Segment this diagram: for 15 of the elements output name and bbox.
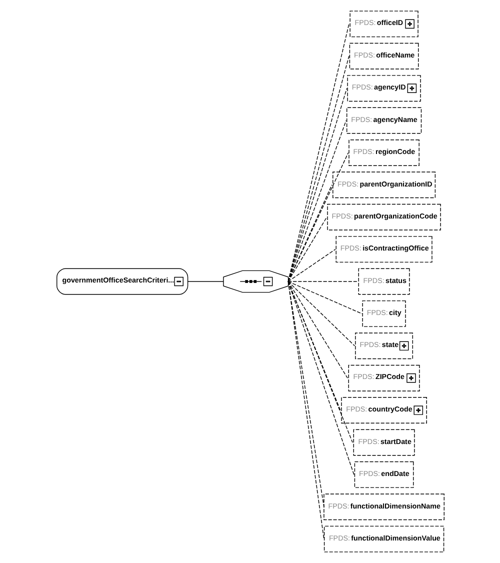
connector [287, 216, 327, 282]
connector [287, 281, 362, 314]
connector [287, 281, 348, 378]
connector [287, 281, 340, 411]
connector [287, 281, 354, 476]
connector [186, 281, 224, 282]
connector [287, 281, 355, 346]
connector [287, 88, 347, 282]
connector [287, 152, 348, 282]
connector [287, 184, 332, 282]
connector [287, 281, 358, 282]
connector [287, 248, 336, 282]
node-octagon [222, 270, 288, 293]
connector [287, 120, 346, 282]
connector [287, 281, 352, 443]
